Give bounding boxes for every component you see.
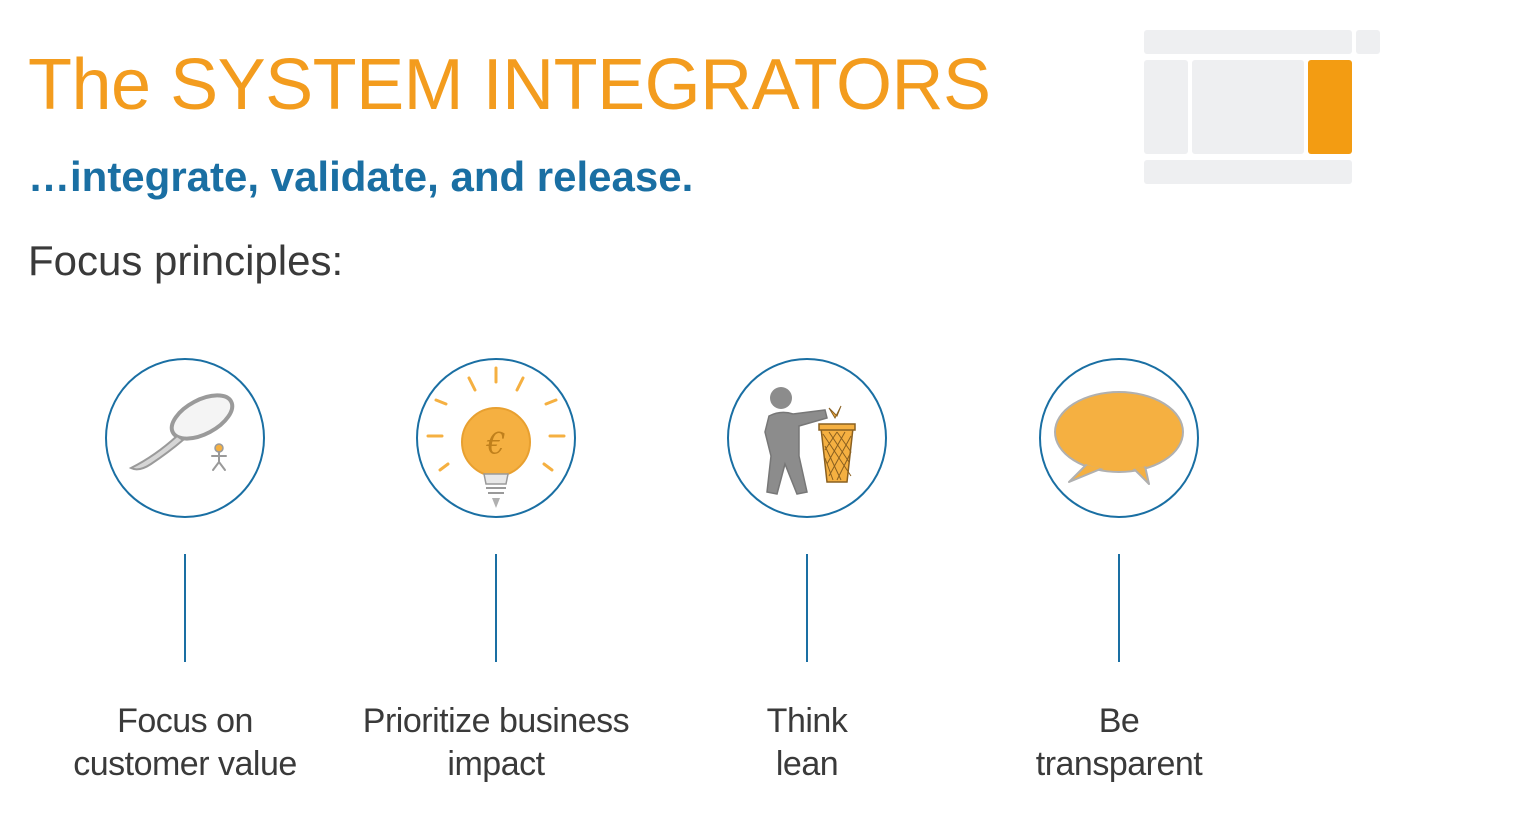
magnifier-icon — [128, 393, 235, 471]
principle-label: Focus on customer value — [25, 700, 345, 786]
principle-icon-circle: € — [416, 358, 576, 518]
logo-highlight-cell — [1308, 60, 1352, 154]
layout-grid-logo — [1144, 30, 1380, 184]
principle-connector-line — [1118, 554, 1120, 662]
principle-icon-circle — [105, 358, 265, 518]
principle-be-transparent: Be transparent — [959, 358, 1279, 798]
principle-icon-circle — [727, 358, 887, 518]
logo-bottom-bar — [1144, 160, 1352, 184]
logo-top-small — [1356, 30, 1380, 54]
trash-person-icon — [764, 387, 856, 495]
logo-left-cell — [1144, 60, 1188, 154]
principle-label-line2: customer value — [73, 745, 297, 783]
principle-label-line2: transparent — [1035, 745, 1203, 783]
logo-center-cell — [1192, 60, 1304, 154]
principle-label: Be transparent — [959, 700, 1279, 786]
speech-bubble-icon — [1054, 391, 1184, 485]
principle-connector-line — [806, 554, 808, 662]
principle-label: Prioritize business impact — [336, 700, 656, 786]
principle-label-line1: Prioritize business — [362, 702, 630, 740]
principle-icon-circle — [1039, 358, 1199, 518]
svg-text:€: € — [485, 427, 505, 462]
slide-subtitle: …integrate, validate, and release. — [28, 153, 694, 200]
lightbulb-euro-icon: € — [426, 366, 566, 508]
principle-label: Think lean — [647, 700, 967, 786]
principle-connector-line — [184, 554, 186, 662]
principle-think-lean: Think lean — [647, 358, 967, 798]
principle-label-line1: Be — [1098, 702, 1140, 740]
principle-business-impact: € Prioritize business impact — [336, 358, 656, 798]
principle-customer-value: Focus on customer value — [25, 358, 345, 798]
logo-top-bar — [1144, 30, 1352, 54]
principle-connector-line — [495, 554, 497, 662]
focus-principles-heading: Focus principles: — [28, 237, 344, 284]
principle-label-line1: Focus on — [117, 702, 253, 740]
slide-title: The SYSTEM INTEGRATORS — [28, 45, 991, 125]
principle-label-line2: lean — [775, 745, 839, 783]
principle-label-line1: Think — [766, 702, 848, 740]
principle-label-line2: impact — [447, 745, 545, 783]
